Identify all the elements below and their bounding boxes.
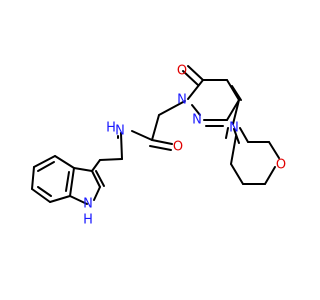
- bond-camide-n: [131, 130, 153, 141]
- nitrogen-label-pyridazinone-2: N: [192, 113, 202, 128]
- hydrogen-label-indole: H: [83, 213, 93, 228]
- pyridazinone-ring: [187, 79, 242, 127]
- bond-c3-nmorph: [232, 99, 240, 125]
- bond-c6-c7-double: [37, 186, 52, 197]
- bond-c3-c2-double: [95, 170, 105, 187]
- bond-c7a-c3a: [69, 167, 75, 197]
- bond-nmorph-c2: [225, 127, 229, 139]
- bond-c7-c7a: [49, 195, 71, 203]
- nitrogen-label-morpholine: N: [229, 121, 239, 136]
- indole-benzene-ring: [31, 155, 75, 203]
- nitrogen-label-amide: N: [115, 124, 125, 139]
- bond-ch2-camide: [151, 114, 160, 141]
- bond-n1-ch2: [158, 100, 186, 116]
- bond-c5-c4: [226, 79, 240, 101]
- bond-c4-c5: [33, 155, 56, 168]
- oxygen-label-amide: O: [173, 140, 183, 155]
- bond-c3-c3a: [73, 167, 93, 172]
- bond-c6-o-double: [182, 70, 199, 86]
- bond-c5-c4-double: [231, 85, 242, 101]
- nitrogen-label-pyridazinone-1: N: [177, 93, 187, 108]
- bond-morph-c: [268, 141, 280, 159]
- bond-c5-c6: [31, 166, 35, 190]
- bond-morph-g: [230, 135, 237, 165]
- oxygen-label-carbonyl: O: [177, 64, 187, 79]
- bond-ch2a-ch2b: [99, 158, 123, 161]
- bond-n1-c6: [187, 79, 204, 100]
- hydrogen-label-amide: H: [106, 121, 116, 136]
- bond-c3a-c4: [54, 155, 75, 169]
- morpholine-ring-geometry: [230, 127, 280, 185]
- bond-n-ch2a: [120, 132, 123, 160]
- molecule-canvas: O N N N O O N H N H: [31, 64, 286, 228]
- bond-c7a-c3a-double: [65, 171, 70, 192]
- bond-morph-a: [239, 127, 249, 143]
- bond-morph-f: [230, 163, 244, 185]
- indole-pyrrole-ring: [69, 167, 105, 205]
- bond-c4-c5-double: [37, 161, 55, 172]
- oxygen-label-morpholine: O: [276, 158, 286, 173]
- bond-n2-n1: [191, 104, 201, 116]
- bond-camide-o: [151, 139, 173, 145]
- bond-c4-c3: [226, 99, 240, 121]
- bond-c6-c7: [31, 188, 51, 203]
- bond-n1-c7a: [69, 195, 88, 205]
- bond-c6-o: [187, 65, 204, 81]
- nitrogen-label-indole: N: [83, 197, 93, 212]
- bond-c2-n1: [93, 186, 101, 201]
- bond-camide-o-double: [149, 145, 172, 151]
- bond-ch2b-c3indole: [91, 159, 101, 172]
- molecule-structure: O N N N O O N H N H: [31, 64, 286, 228]
- bond-morph-d: [264, 166, 276, 185]
- bond-c3-c2: [91, 170, 101, 188]
